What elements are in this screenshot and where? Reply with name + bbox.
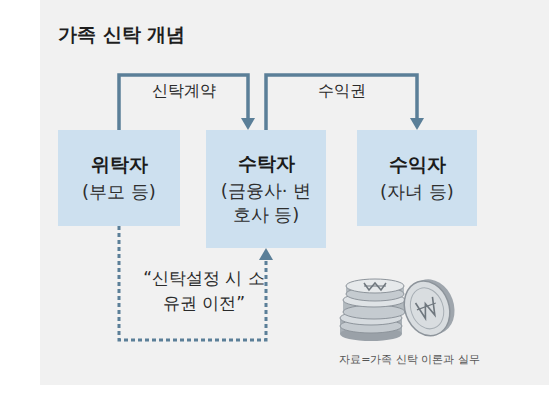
won-symbol [364, 286, 386, 287]
connector [266, 75, 417, 130]
arrow-head [241, 118, 255, 130]
party-example: (자녀 등) [380, 180, 454, 204]
diagram-title: 가족 신탁 개념 [58, 22, 185, 48]
connector [119, 75, 248, 130]
connector-label: “신탁설정 시 소유권 이전” [140, 266, 268, 315]
party-box: 수탁자(금융사· 변호사 등) [206, 130, 326, 248]
party-name: 수탁자 [238, 151, 295, 177]
won-symbol [417, 303, 436, 310]
party-name: 수익자 [389, 152, 446, 178]
connector-label: 신탁계약 [152, 79, 216, 102]
party-example: (부모 등) [82, 180, 156, 204]
coin-face [346, 279, 404, 293]
coin-stack [340, 279, 405, 341]
won-symbol [416, 297, 439, 320]
party-box: 수익자(자녀 등) [357, 130, 477, 226]
arrow-head [259, 248, 273, 260]
standing-coin [397, 273, 462, 342]
party-example: (금융사· 변호사 등) [212, 179, 320, 228]
coin-rim [405, 283, 449, 333]
party-box: 위탁자(부모 등) [58, 130, 180, 226]
coin-face [397, 275, 457, 343]
source-caption: 자료=가족 신탁 이론과 실무 [290, 352, 480, 367]
won-symbol [364, 283, 386, 290]
connector-label: 수익권 [318, 79, 366, 102]
arrow-head [410, 118, 424, 130]
party-name: 위탁자 [91, 152, 148, 178]
